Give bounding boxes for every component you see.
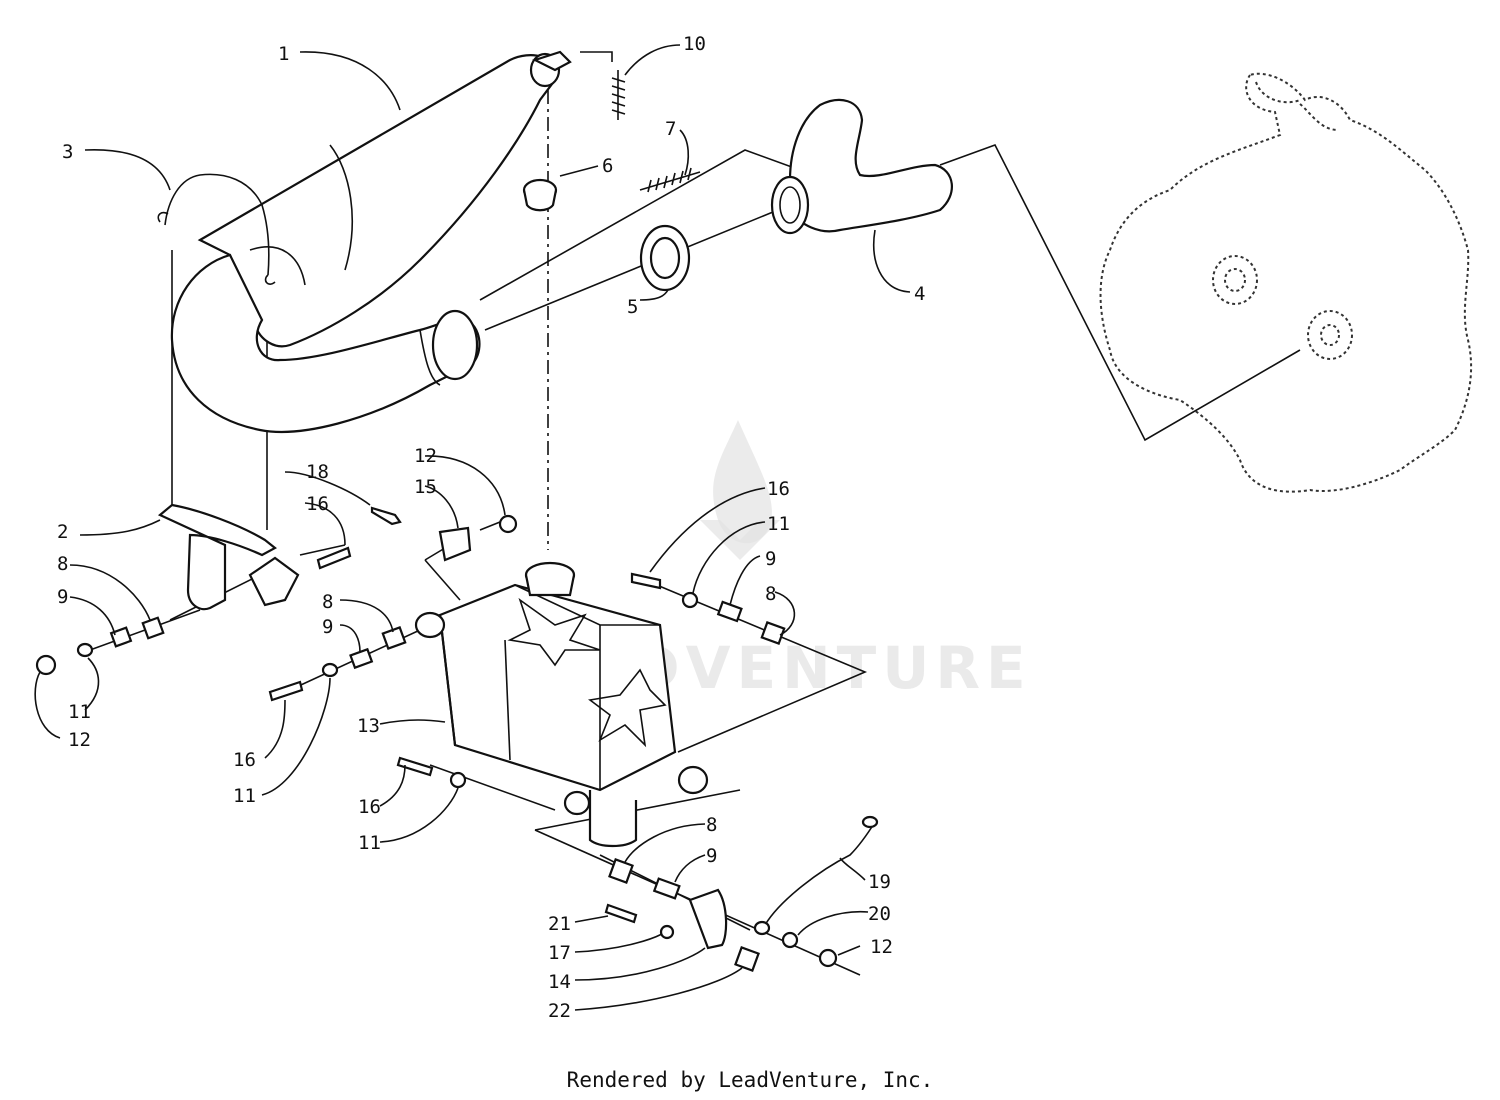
seal-6	[522, 178, 558, 212]
callout-16d: 16	[767, 478, 790, 500]
callout-12c: 12	[870, 936, 893, 958]
callout-11d: 11	[767, 513, 790, 535]
callout-3: 3	[62, 141, 73, 163]
callout-22: 22	[548, 1000, 571, 1022]
callout-9a: 9	[57, 586, 68, 608]
callout-16a: 16	[306, 493, 329, 515]
callout-8d: 8	[706, 814, 717, 836]
callout-17: 17	[548, 942, 571, 964]
callout-1: 1	[278, 43, 289, 65]
callout-4: 4	[914, 283, 925, 305]
exhaust-manifold	[770, 98, 953, 235]
spring-10	[611, 70, 626, 120]
callout-leaders	[34, 44, 911, 1011]
callout-16c: 16	[358, 796, 381, 818]
gasket-5	[639, 224, 691, 292]
callouts: 1 2 3 4 5 6 7 8 8 8 8 9 9 9 9 10 11 11 1…	[57, 33, 925, 1022]
callout-9b: 9	[322, 616, 333, 638]
footer-credit: Rendered by LeadVenture, Inc.	[566, 1068, 934, 1092]
callout-11c: 11	[358, 832, 381, 854]
engine-outline	[1099, 72, 1473, 493]
callout-8c: 8	[765, 583, 776, 605]
callout-11b: 11	[233, 785, 256, 807]
expansion-chamber	[170, 50, 572, 433]
callout-9c: 9	[765, 548, 776, 570]
spring-7	[639, 167, 701, 193]
callout-11a: 11	[68, 701, 91, 723]
callout-5: 5	[627, 296, 638, 318]
callout-13: 13	[357, 715, 380, 737]
spring-wire	[157, 173, 276, 285]
callout-8a: 8	[57, 553, 68, 575]
callout-21: 21	[548, 913, 571, 935]
callout-9d: 9	[706, 845, 717, 867]
callout-8b: 8	[322, 591, 333, 613]
callout-12b: 12	[414, 445, 437, 467]
callout-18: 18	[306, 461, 329, 483]
muffler-13	[414, 561, 709, 848]
callout-16b: 16	[233, 749, 256, 771]
callout-20: 20	[868, 903, 891, 925]
bracket-2	[157, 503, 300, 611]
callout-15: 15	[414, 476, 437, 498]
callout-2: 2	[57, 521, 68, 543]
callout-14: 14	[548, 971, 571, 993]
callout-6: 6	[602, 155, 613, 177]
hardware	[35, 506, 879, 972]
callout-10: 10	[683, 33, 706, 55]
callout-19: 19	[868, 871, 891, 893]
callout-12a: 12	[68, 729, 91, 751]
callout-7: 7	[665, 118, 676, 140]
